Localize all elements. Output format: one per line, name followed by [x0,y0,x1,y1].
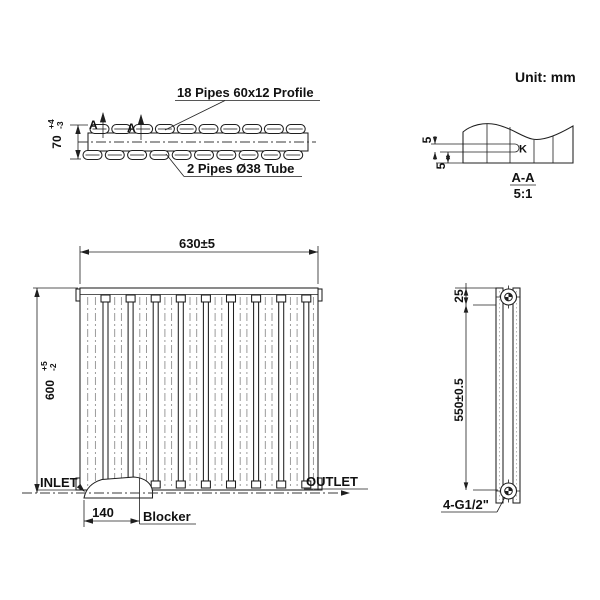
section-title: A-A [511,170,535,185]
k-label: K [519,144,527,156]
outlet-label: OUTLET [306,474,358,489]
wall-offset-dim-5: 5 [434,152,451,169]
profile-label: 18 Pipes 60x12 Profile [177,85,314,100]
blocker-width-value: 140 [92,505,114,520]
port-pitch-dim-550: 550±0.5 [452,305,498,491]
thread-leader-line [496,496,506,513]
thread-label: 4-G1/2" [443,497,489,512]
wall-offset-dim-value: 5 [434,162,448,169]
side-view: 25 550±0.5 4-G1/2" [441,283,522,513]
profile-label-group: 18 Pipes 60x12 Profile [164,85,320,131]
inlet-label: INLET [40,475,78,490]
height-dim-70: 70 +4 -3 [46,119,88,160]
dim-600-value: 600 [43,380,57,400]
panel-centerlines [87,297,314,490]
slot-height-dim-5: 5 [420,136,438,160]
dim-25-value: 25 [452,289,466,303]
blocker-label-group: Blocker [139,509,196,525]
panel-gap-strips [100,294,312,489]
section-letter-2: A [127,121,136,135]
width-dim-value: 630±5 [179,236,215,251]
section-letter-1: A [89,118,98,132]
dim-70-value: 70 [50,135,64,149]
blocker-label: Blocker [143,509,191,524]
inlet-leader-arrow [76,483,85,492]
outlet-label-group: OUTLET [304,474,368,490]
section-aa-caption: A-A 5:1 [510,170,536,201]
tube-label: 2 Pipes Ø38 Tube [187,161,294,176]
section-aa-view: K 5 5 A-A 5:1 [420,123,574,201]
section-cut-arrows: A A [89,112,145,140]
thread-label-group: 4-G1/2" [441,496,506,513]
tube-label-group: 2 Pipes Ø38 Tube [165,153,302,177]
front-view: 630±5 600 +5 -2 INLET OUTLET [22,236,368,527]
section-scale: 5:1 [514,186,533,201]
width-dim-630: 630±5 [79,236,319,284]
slot-height-dim-value: 5 [420,136,434,143]
dim-600-tol-minus: -2 [48,363,58,371]
dim-70-tol-plus: +4 [46,119,56,129]
dim-550-value: 550±0.5 [452,378,466,422]
inlet-label-group: INLET [37,475,85,492]
top-offset-dim-25: 25 [452,283,496,306]
pipe-section-view: A A 70 +4 -3 18 Pipes 60x12 Profile 2 P [46,85,320,177]
dim-600-tol-plus: +5 [39,361,49,371]
dim-70-tol-minus: -3 [55,121,65,129]
tube-leader-line [165,153,185,177]
blocker-width-dim-140: 140 [83,498,140,527]
profile-leader-line [164,100,226,131]
height-dim-600: 600 +5 -2 [33,287,78,493]
unit-label: Unit: mm [515,69,576,85]
